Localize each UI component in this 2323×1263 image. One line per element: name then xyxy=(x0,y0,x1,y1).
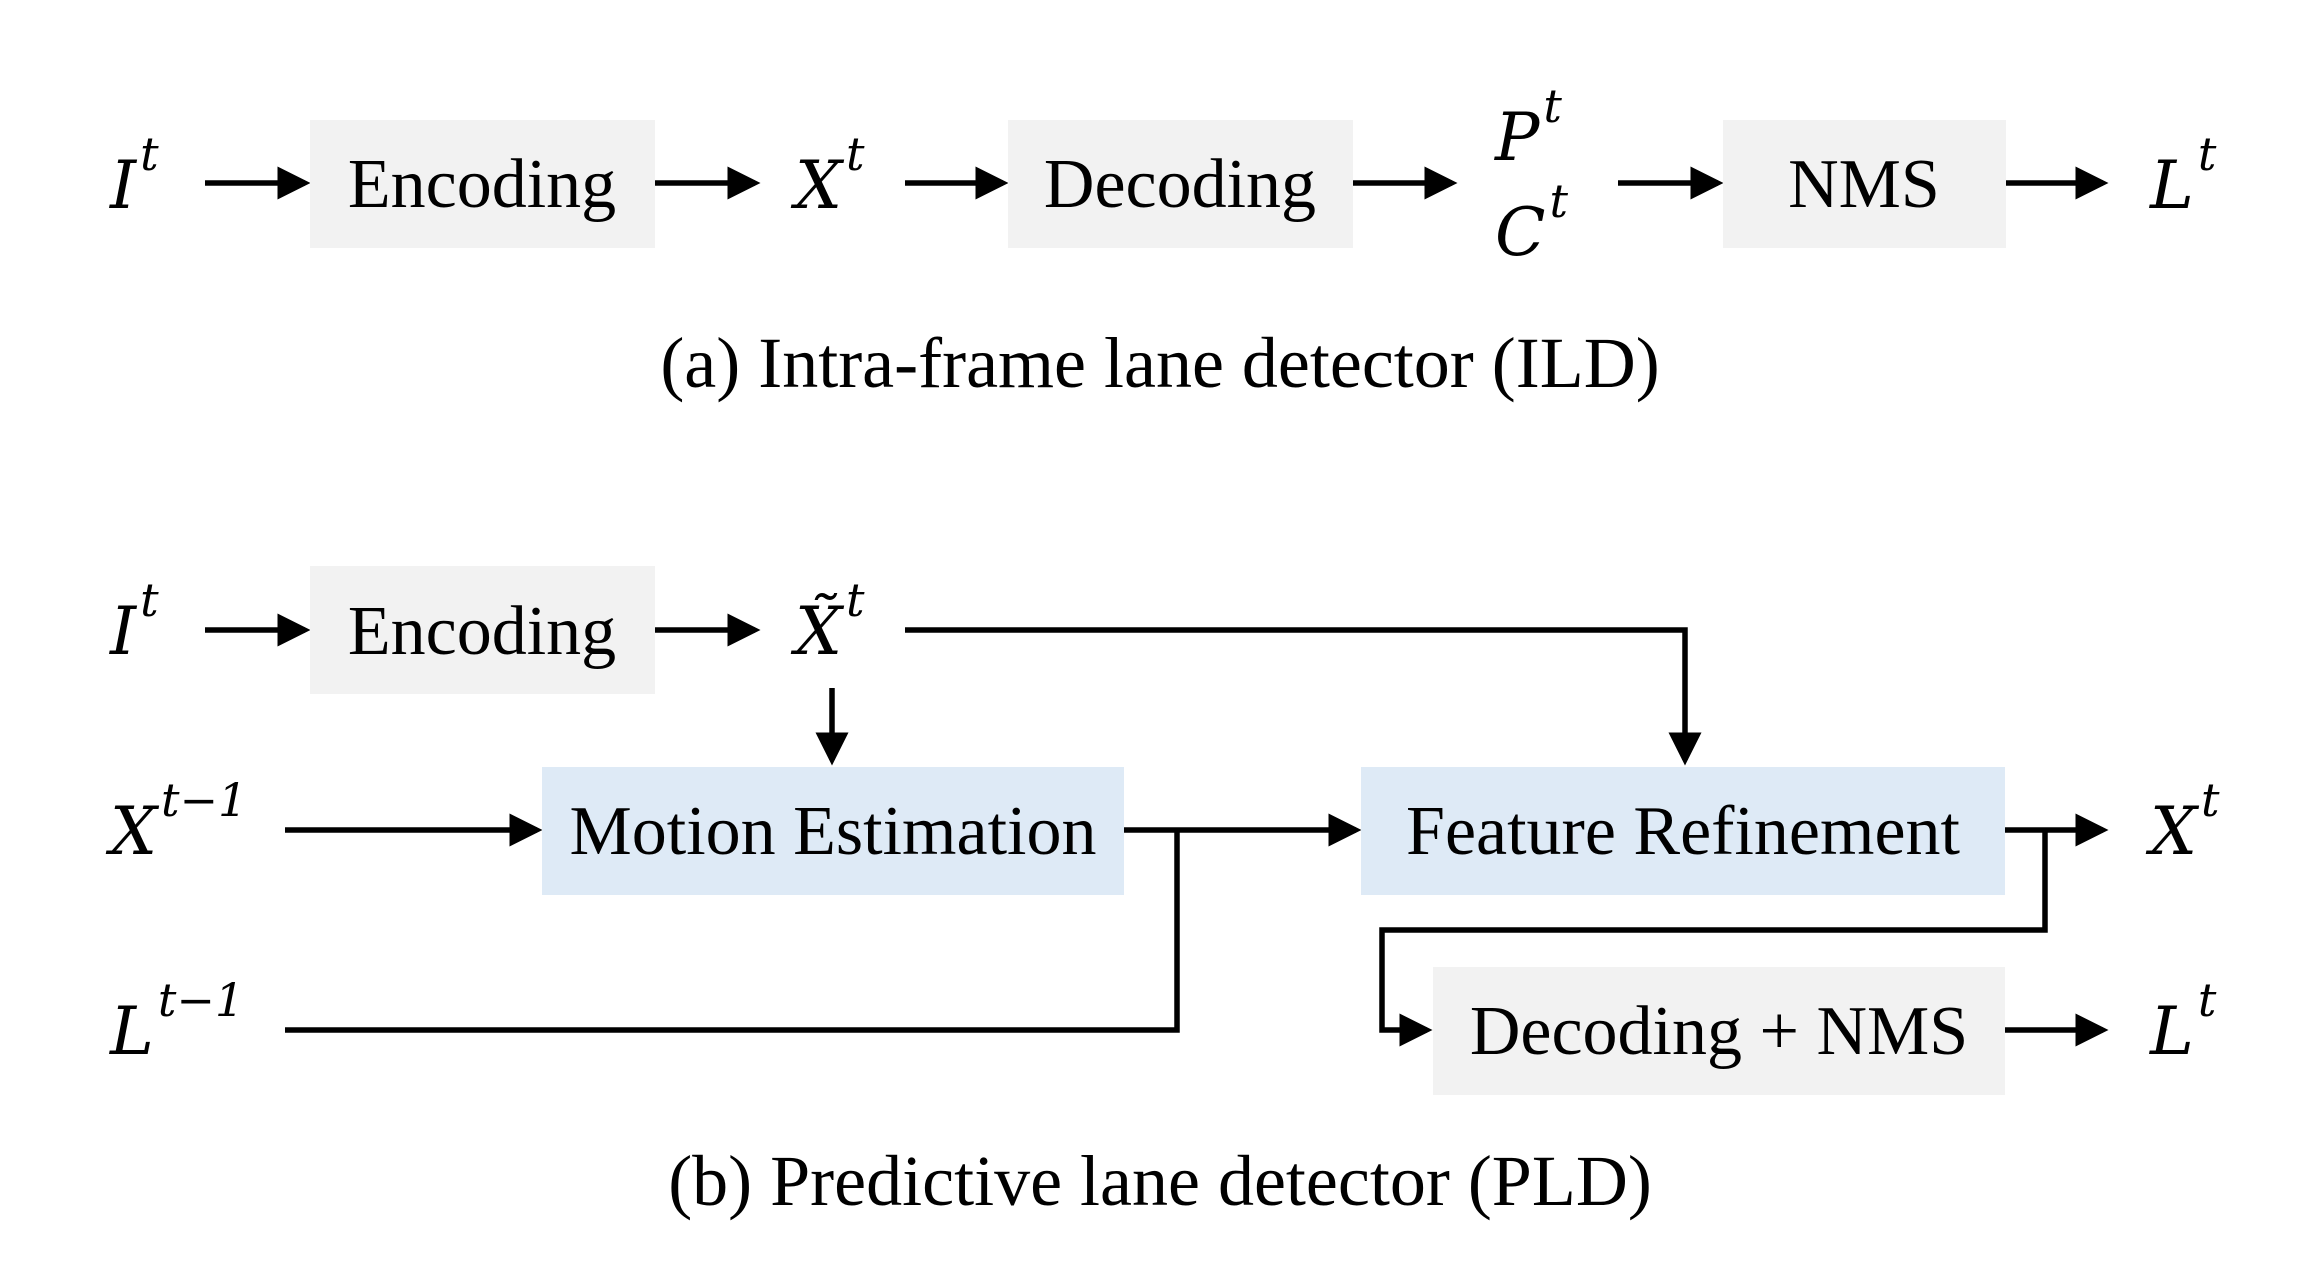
label-b-encoding: Encoding xyxy=(348,593,616,670)
box-b-encoding xyxy=(310,566,655,694)
label-a-decoding: Decoding xyxy=(1044,146,1316,223)
var-b-output: Lt xyxy=(2149,973,2217,1070)
var-a-input: It xyxy=(109,127,159,224)
var-b-feature-out: Xt xyxy=(2145,773,2220,870)
edge-b-prev-lanes-to-junction xyxy=(285,830,1180,1033)
label-b-feature-refinement: Feature Refinement xyxy=(1406,793,1961,870)
box-b-motion-estimation xyxy=(542,767,1124,895)
panel-b: It Encoding X̃t Xt−1 Motion Estimation F… xyxy=(105,566,2220,1221)
panel-a: It Encoding Xt Decoding Pt Ct NMS Lt (a)… xyxy=(109,79,2217,403)
box-a-encoding xyxy=(310,120,655,248)
label-a-encoding: Encoding xyxy=(348,146,616,223)
var-a-confidence: Ct xyxy=(1495,174,1569,271)
var-a-points: Pt xyxy=(1494,79,1562,176)
edge-b-refinement-to-decoding xyxy=(1379,830,2048,1047)
var-b-prev-lanes: Lt−1 xyxy=(109,973,244,1070)
box-a-decoding xyxy=(1008,120,1353,248)
box-b-feature-refinement xyxy=(1361,767,2005,895)
var-a-feature: Xt xyxy=(790,127,865,224)
box-b-decoding-nms xyxy=(1433,967,2005,1095)
var-a-output: Lt xyxy=(2149,127,2217,224)
var-b-prev-feature: Xt−1 xyxy=(105,773,247,870)
box-a-nms xyxy=(1723,120,2006,248)
var-b-input: It xyxy=(109,573,159,670)
label-b-motion-estimation: Motion Estimation xyxy=(570,793,1097,870)
label-a-nms: NMS xyxy=(1788,146,1940,223)
var-b-feature-tilde: X̃t xyxy=(790,573,865,670)
caption-b: (b) Predictive lane detector (PLD) xyxy=(668,1141,1652,1221)
label-b-decoding-nms: Decoding + NMS xyxy=(1470,993,1968,1070)
caption-a: (a) Intra-frame lane detector (ILD) xyxy=(660,323,1659,403)
edge-b-feature-to-refinement xyxy=(905,627,1702,766)
